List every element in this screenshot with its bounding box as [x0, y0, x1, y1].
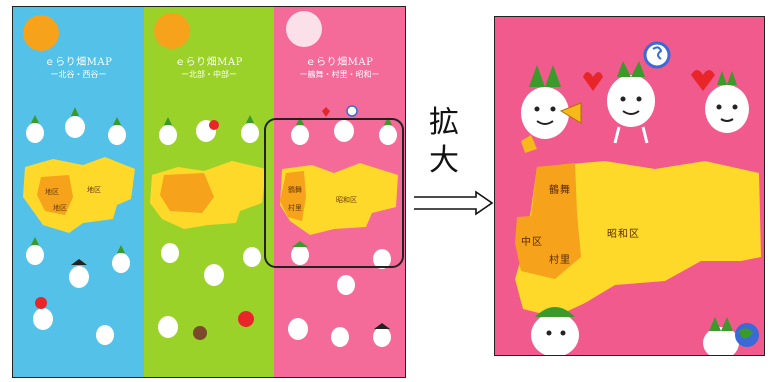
panel-green: ｅらり畑MAP ー北部・中部ー	[144, 7, 274, 377]
panel-green-art	[144, 7, 274, 377]
focus-box	[264, 118, 404, 268]
panel-title: ｅらり畑MAP	[305, 57, 374, 68]
map-label: 昭和区	[336, 196, 357, 204]
panel-blue-art	[13, 7, 144, 377]
panel-subtitle: ー北部・中部ー	[181, 70, 237, 79]
panel-blue: ｅらり畑MAP ー北谷・西谷ー 地区 地区 地区	[13, 7, 144, 377]
panel-subtitle: ー鶴舞・村里・昭和ー	[299, 70, 380, 79]
heart-icon	[322, 107, 330, 117]
turnip-character-icon	[159, 115, 259, 145]
megaphone-icon	[521, 135, 537, 153]
brochure-strip: ｅらり畑MAP ー北谷・西谷ー 地区 地区 地区	[12, 6, 406, 378]
map-label: 地区	[87, 186, 101, 194]
map-label: 地区	[45, 188, 59, 196]
turnip-character-icon	[291, 105, 397, 145]
turnip-character-icon	[521, 65, 569, 139]
badge-icon	[23, 15, 59, 51]
flower-icon	[35, 297, 47, 309]
badge-icon	[154, 13, 190, 49]
panel-pink-art	[274, 7, 405, 377]
map-region-tsurumai	[531, 163, 577, 217]
magnify-label-char: 大	[429, 143, 459, 178]
coin-icon	[346, 105, 358, 117]
turnip-character-icon	[158, 243, 261, 340]
turnip-character-icon	[26, 237, 130, 345]
zoom-label-small: 中区	[521, 237, 543, 248]
map-label: 村里	[288, 204, 302, 212]
arrow-right-icon	[414, 190, 494, 216]
turnip-character-icon	[703, 317, 739, 355]
zoom-label-tsurumai: 鶴舞	[549, 185, 571, 196]
magnify-label-char: 拡	[429, 105, 459, 140]
map-shape	[23, 157, 135, 233]
turnip-character-icon	[26, 107, 126, 145]
turnip-character-icon	[607, 61, 655, 144]
heart-icon	[691, 70, 715, 91]
map-shape	[280, 163, 398, 235]
flower-icon	[238, 311, 254, 327]
map-label: 鶴舞	[288, 186, 302, 194]
magnify-label: 拡 大	[425, 104, 463, 180]
zoom-label-showa: 昭和区	[607, 229, 640, 240]
badge-icon	[286, 11, 322, 47]
map-label: 地区	[53, 204, 67, 212]
map-shape	[515, 161, 761, 317]
panel-title: ｅらり畑MAP	[44, 57, 113, 68]
zoom-view: 鶴舞 中区 村里 昭和区	[494, 16, 765, 356]
map-region-murasato	[515, 213, 581, 279]
panel-subtitle: ー北谷・西谷ー	[50, 70, 107, 79]
turnip-character-icon	[288, 241, 391, 347]
zoom-art	[495, 17, 764, 355]
zoom-label-murasato: 村里	[549, 255, 571, 266]
panel-pink: ｅらり畑MAP ー鶴舞・村里・昭和ー 鶴舞 村里 昭和区	[274, 7, 405, 377]
tree-icon	[193, 326, 207, 340]
panel-title: ｅらり畑MAP	[175, 57, 243, 68]
megaphone-icon	[559, 102, 582, 124]
turnip-character-icon	[705, 71, 749, 133]
map-region	[37, 175, 73, 215]
flower-icon	[583, 72, 603, 91]
map-region	[160, 173, 214, 213]
map-region	[280, 171, 306, 221]
turnip-character-icon	[531, 307, 579, 355]
